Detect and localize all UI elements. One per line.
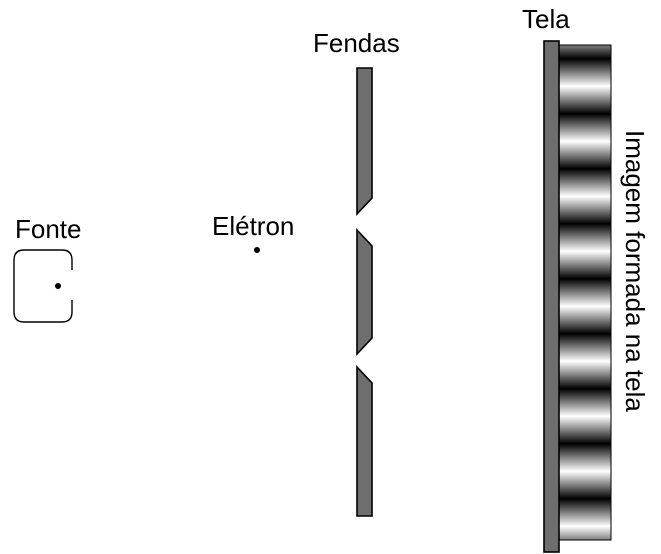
electron-label: Elétron [212, 211, 294, 241]
slits-label: Fendas [313, 28, 400, 58]
source-label: Fonte [15, 214, 82, 244]
screen-panel [543, 40, 560, 553]
image-caption: Imagem formada na tela [620, 130, 650, 412]
detection-screen: Tela Imagem formada na tela [522, 4, 650, 553]
barrier-middle-segment [356, 227, 373, 357]
slit-barrier: Fendas [313, 28, 400, 517]
source-housing [13, 249, 73, 323]
electron-source: Fonte [13, 214, 82, 323]
electron-dot [254, 247, 260, 253]
barrier-top-segment [356, 67, 373, 217]
barrier-bottom-segment [356, 364, 373, 517]
source-emission-point [55, 283, 61, 289]
electron: Elétron [212, 211, 294, 253]
screen-label: Tela [522, 4, 570, 34]
interference-fringes [558, 44, 612, 541]
